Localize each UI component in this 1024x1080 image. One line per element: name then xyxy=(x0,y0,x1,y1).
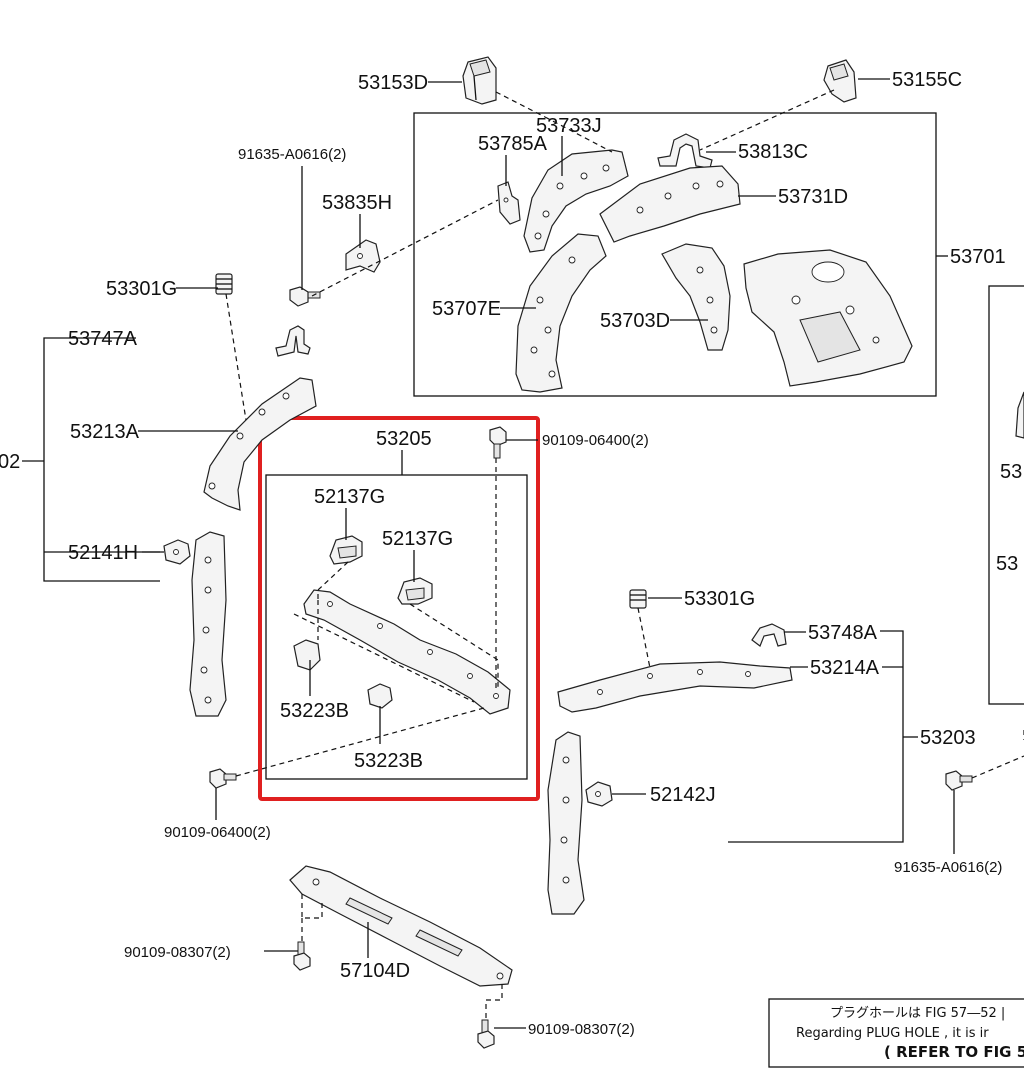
label-91635-A0616-right[interactable]: 91635-A0616(2) xyxy=(894,859,1002,876)
label-53213A[interactable]: 53213A xyxy=(70,421,140,443)
part-52142J-shape xyxy=(585,781,613,807)
part-53301G-right-shape xyxy=(629,589,647,609)
label-53747A[interactable]: 53747A xyxy=(68,328,138,350)
part-53747A-shape xyxy=(275,325,311,357)
leader-lines xyxy=(138,78,955,1029)
label-53153D[interactable]: 53153D xyxy=(358,72,428,94)
label-02[interactable]: 02 xyxy=(0,451,20,473)
highlight-box xyxy=(258,416,540,801)
label-57104D[interactable]: 57104D xyxy=(340,960,410,982)
part-52137G-a-shape xyxy=(329,535,363,565)
part-53813C-shape xyxy=(657,133,713,169)
part-52137G-b-shape xyxy=(397,577,433,605)
part-left-side-member-shape xyxy=(189,531,227,717)
label-91635-A0616-top[interactable]: 91635-A0616(2) xyxy=(238,146,346,163)
label-53301G-right[interactable]: 53301G xyxy=(684,588,755,610)
part-53213A-shape xyxy=(203,377,317,511)
part-53707E-shape xyxy=(515,233,607,393)
part-53301G-left-shape xyxy=(215,273,233,295)
part-right-partial-shape xyxy=(1015,391,1024,439)
note-line-1: プラグホールは FIG 57―52 | xyxy=(830,1006,1005,1021)
label-53223B-b[interactable]: 53223B xyxy=(354,750,423,772)
label-53835H[interactable]: 53835H xyxy=(322,192,392,214)
part-apron-shape xyxy=(743,249,913,387)
label-53214A[interactable]: 53214A xyxy=(810,657,880,679)
note-box: プラグホールは FIG 57―52 | Regarding PLUG HOLE … xyxy=(768,998,1024,1068)
label-53703D[interactable]: 53703D xyxy=(600,310,670,332)
part-labels: 53153D 53155C 53733J 53785A 53813C 53731… xyxy=(0,69,1022,1038)
group-box-right-partial xyxy=(988,285,1024,705)
label-52142J[interactable]: 52142J xyxy=(650,784,716,806)
label-53733J[interactable]: 53733J xyxy=(536,115,602,137)
bolt-90109-08307-bottom-shape xyxy=(477,1019,495,1049)
bolt-91635-top-shape xyxy=(289,286,321,307)
part-53155C-shape xyxy=(823,59,857,103)
bracket-53203 xyxy=(728,630,918,843)
part-53223B-a-shape xyxy=(293,639,321,671)
part-crossmember-53205-shape xyxy=(303,589,511,715)
part-right-side-member-shape xyxy=(547,731,585,915)
label-90109-08307-bottom[interactable]: 90109-08307(2) xyxy=(528,1021,635,1038)
dashed-assembly-lines xyxy=(225,89,1024,1020)
note-line-2: Regarding PLUG HOLE , it is ir xyxy=(796,1026,989,1041)
label-53731D[interactable]: 53731D xyxy=(778,186,848,208)
label-right-cut-1[interactable]: 53 xyxy=(1000,461,1022,483)
bolt-90109-06400-top-shape xyxy=(489,426,507,459)
label-52141H[interactable]: 52141H xyxy=(68,542,138,564)
label-53205[interactable]: 53205 xyxy=(376,428,432,450)
label-53155C[interactable]: 53155C xyxy=(892,69,962,91)
bracket-53202 xyxy=(22,337,160,582)
label-90109-06400-left[interactable]: 90109-06400(2) xyxy=(164,824,271,841)
label-53223B-a[interactable]: 53223B xyxy=(280,700,349,722)
label-53813C[interactable]: 53813C xyxy=(738,141,808,163)
label-right-cut-2[interactable]: 53 xyxy=(996,553,1018,575)
part-53223B-b-shape xyxy=(367,683,393,709)
part-53785A-shape xyxy=(497,181,521,225)
label-52137G-b[interactable]: 52137G xyxy=(382,528,453,550)
note-line-3: ( REFER TO FIG 57 xyxy=(884,1043,1024,1061)
label-53301G-left[interactable]: 53301G xyxy=(106,278,177,300)
group-box-53701 xyxy=(413,112,937,397)
part-52141H-shape xyxy=(163,539,191,565)
bolt-90109-06400-left-shape xyxy=(209,768,237,789)
label-53785A[interactable]: 53785A xyxy=(478,133,548,155)
label-53203[interactable]: 53203 xyxy=(920,727,976,749)
part-53731D-shape xyxy=(599,165,741,243)
part-53703D-shape xyxy=(661,243,731,351)
bolt-90109-08307-left-shape xyxy=(293,941,311,971)
label-53707E[interactable]: 53707E xyxy=(432,298,501,320)
part-57104D-shape xyxy=(289,865,513,987)
group-box-53205-inner xyxy=(265,474,528,780)
label-53748A[interactable]: 53748A xyxy=(808,622,878,644)
part-53153D-shape xyxy=(462,56,497,105)
part-53748A-shape xyxy=(751,623,787,647)
label-90109-06400-top[interactable]: 90109-06400(2) xyxy=(542,432,649,449)
part-53733J-shape xyxy=(523,149,629,253)
label-52137G-a[interactable]: 52137G xyxy=(314,486,385,508)
label-90109-08307-left[interactable]: 90109-08307(2) xyxy=(124,944,231,961)
label-53701[interactable]: 53701 xyxy=(950,246,1006,268)
bolt-91635-right-shape xyxy=(945,770,973,791)
part-53835H-shape xyxy=(345,239,381,273)
part-53214A-shape xyxy=(557,661,793,713)
